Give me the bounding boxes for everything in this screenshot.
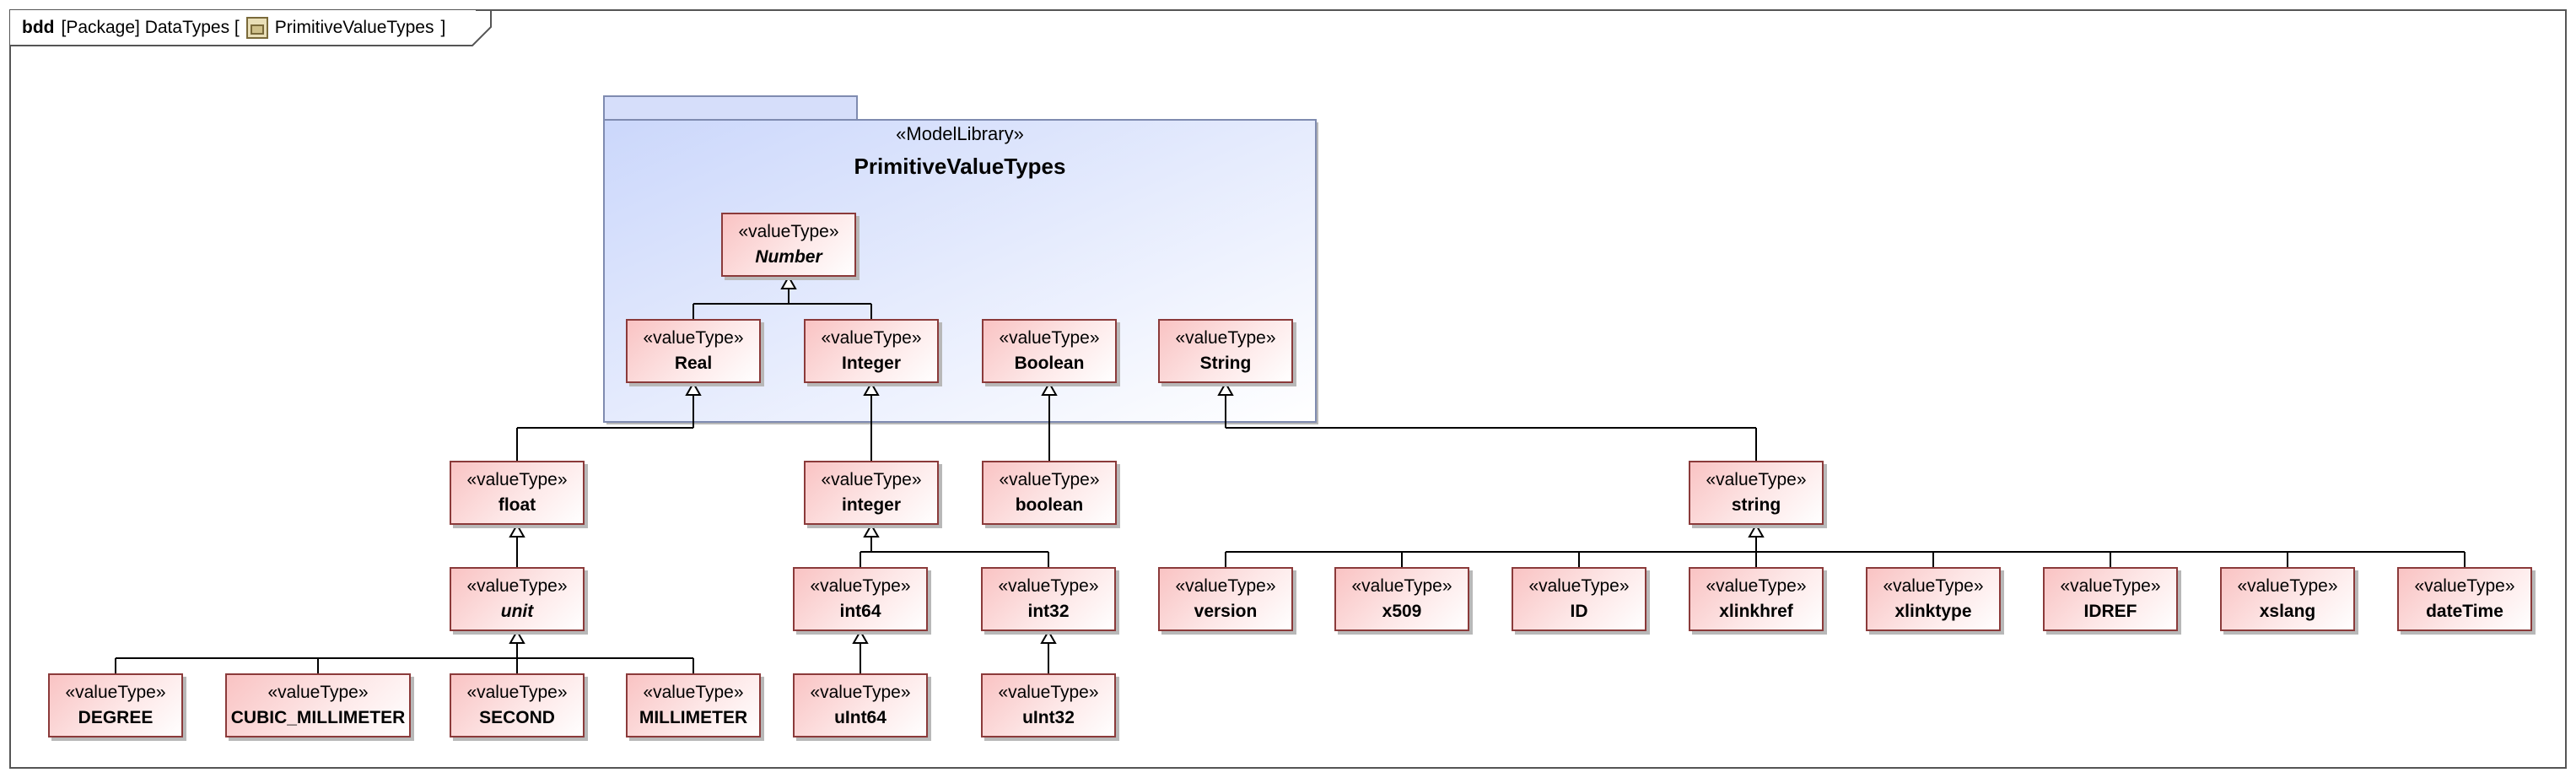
generalization-arrowhead [780,274,797,289]
type-name-label: boolean [1015,495,1084,515]
type-name-label: DEGREE [78,708,154,727]
value-type-datetime[interactable]: «valueType» dateTime [2397,567,2532,631]
type-name-label: CUBIC_MILLIMETER [230,708,406,727]
stereotype-label: «valueType» [466,576,568,596]
type-name-label: uInt64 [834,708,887,727]
value-type-string[interactable]: «valueType» string [1689,461,1824,525]
stereotype-label: «valueType» [643,683,744,702]
value-type-unit[interactable]: «valueType» unit [450,567,585,631]
stereotype-label: «valueType» [821,328,922,348]
diagram-kind: bdd [22,18,55,37]
value-type-int64[interactable]: «valueType» int64 [793,567,928,631]
generalization-arrowhead [852,629,869,644]
type-name-label: xlinkhref [1719,602,1793,621]
type-name-label: uInt32 [1022,708,1075,727]
value-type-int32[interactable]: «valueType» int32 [981,567,1116,631]
stereotype-label: «valueType» [810,576,911,596]
stereotype-label: «valueType» [643,328,744,348]
package-name: PrimitiveValueTypes [854,154,1066,179]
generalization-arrowhead [863,381,880,396]
value-type-millimeter[interactable]: «valueType» MILLIMETER [626,673,761,737]
type-name-label: MILLIMETER [639,708,748,727]
value-type-uint64[interactable]: «valueType» uInt64 [793,673,928,737]
stereotype-label: «valueType» [738,222,839,241]
diagram-context: [Package] DataTypes [ [61,18,240,37]
stereotype-label: «valueType» [1706,470,1807,489]
stereotype-label: «valueType» [998,683,1099,702]
generalization-arrowhead [1040,629,1057,644]
stereotype-label: «valueType» [466,470,568,489]
stereotype-label: «valueType» [999,470,1100,489]
type-name-label: IDREF [2083,602,2137,621]
value-type-boolean[interactable]: «valueType» Boolean [982,319,1117,383]
diagram-element-name: PrimitiveValueTypes [274,18,434,37]
value-type-version[interactable]: «valueType» version [1158,567,1293,631]
value-type-second[interactable]: «valueType» SECOND [450,673,585,737]
value-type-xlinkhref[interactable]: «valueType» xlinkhref [1689,567,1824,631]
generalization-arrowhead [1041,381,1058,396]
stereotype-label: «valueType» [1175,328,1276,348]
generalization-arrowhead [863,522,880,538]
type-name-label: x509 [1382,602,1422,621]
value-type-x509[interactable]: «valueType» x509 [1334,567,1469,631]
value-type-float[interactable]: «valueType» float [450,461,585,525]
stereotype-label: «valueType» [65,683,166,702]
value-type-uint32[interactable]: «valueType» uInt32 [981,673,1116,737]
type-name-label: int64 [839,602,881,621]
type-name-label: integer [841,495,901,515]
type-name-label: String [1199,354,1252,373]
type-name-label: version [1194,602,1258,621]
value-type-id[interactable]: «valueType» ID [1512,567,1646,631]
stereotype-label: «valueType» [810,683,911,702]
stereotype-label: «valueType» [999,328,1100,348]
stereotype-label: «valueType» [1351,576,1452,596]
value-type-string[interactable]: «valueType» String [1158,319,1293,383]
diagram-header: bdd [Package] DataTypes [ PrimitiveValue… [10,10,477,46]
stereotype-label: «valueType» [1175,576,1276,596]
stereotype-label: «valueType» [466,683,568,702]
stereotype-label: «valueType» [1883,576,1984,596]
stereotype-label: «valueType» [1528,576,1630,596]
type-name-label: Real [674,354,713,373]
stereotype-label: «valueType» [998,576,1099,596]
value-type-boolean[interactable]: «valueType» boolean [982,461,1117,525]
value-type-real[interactable]: «valueType» Real [626,319,761,383]
type-name-label: Boolean [1014,354,1085,373]
type-name-label: unit [500,602,534,621]
value-type-xlinktype[interactable]: «valueType» xlinktype [1866,567,2001,631]
type-name-label: Number [755,247,822,267]
value-type-idref[interactable]: «valueType» IDREF [2043,567,2178,631]
type-name-label: xlinktype [1894,602,1972,621]
value-type-cubic-millimeter[interactable]: «valueType» CUBIC_MILLIMETER [225,673,411,737]
package-icon [245,17,268,39]
type-name-label: xslang [2259,602,2316,621]
diagram-context-close: ] [440,18,446,37]
package-stereotype: «ModelLibrary» [896,123,1024,144]
type-name-label: ID [1570,602,1588,621]
stereotype-label: «valueType» [267,683,369,702]
type-name-label: float [498,495,536,515]
stereotype-label: «valueType» [821,470,922,489]
stereotype-label: «valueType» [2237,576,2338,596]
type-name-label: SECOND [479,708,555,727]
generalization-arrowhead [685,381,702,396]
generalization-arrowhead [509,629,525,644]
value-type-number[interactable]: «valueType» Number [721,213,856,277]
type-name-label: Integer [841,354,901,373]
value-type-degree[interactable]: «valueType» DEGREE [48,673,183,737]
stereotype-label: «valueType» [2414,576,2515,596]
stereotype-label: «valueType» [2060,576,2161,596]
value-type-integer[interactable]: «valueType» integer [804,461,939,525]
value-type-integer[interactable]: «valueType» Integer [804,319,939,383]
generalization-arrowhead [1217,381,1234,396]
type-name-label: dateTime [2426,602,2503,621]
stereotype-label: «valueType» [1706,576,1807,596]
generalization-arrowhead [509,522,525,538]
type-name-label: int32 [1027,602,1070,621]
value-type-xslang[interactable]: «valueType» xslang [2220,567,2355,631]
type-name-label: string [1731,495,1781,515]
generalization-arrowhead [1748,522,1765,538]
